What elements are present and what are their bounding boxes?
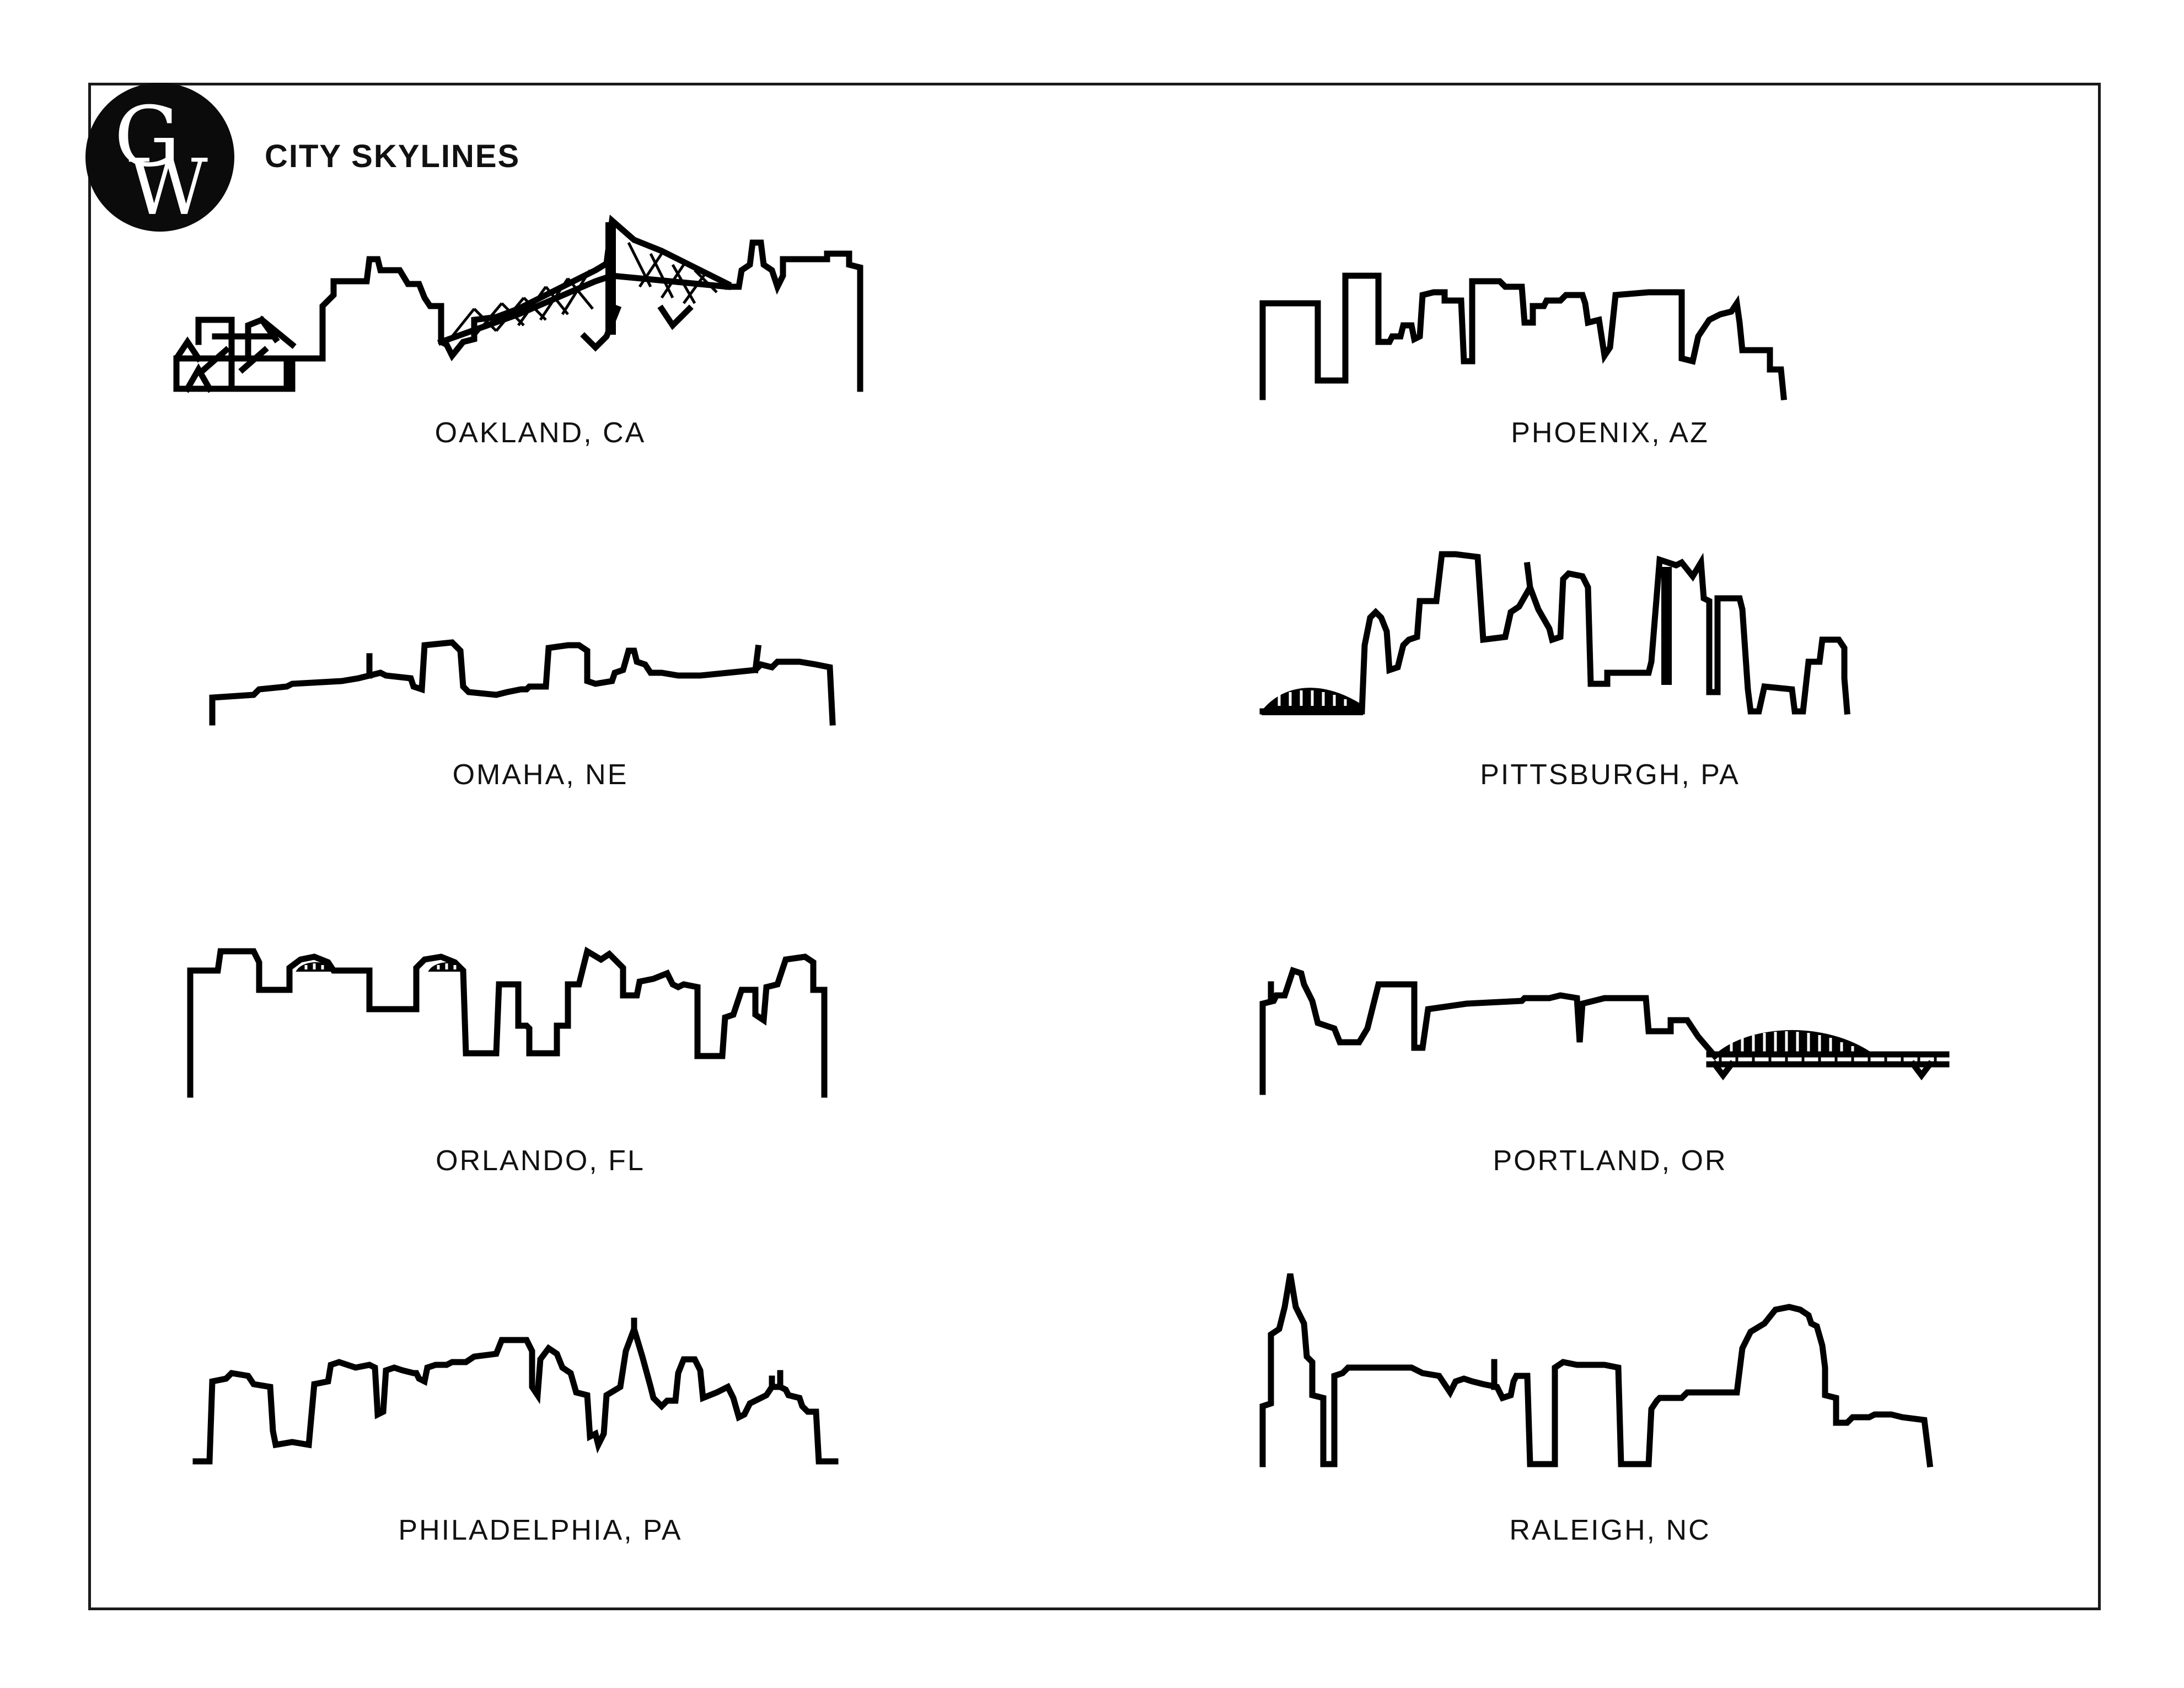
skyline-philadelphia — [187, 1296, 904, 1478]
skyline-pittsburgh — [1252, 546, 1968, 728]
page-title: CITY SKYLINES — [265, 138, 520, 174]
skyline-oakland — [165, 210, 882, 403]
skyline-omaha — [204, 607, 893, 739]
skyline-portland — [1252, 960, 1979, 1103]
skyline-orlando — [182, 937, 899, 1103]
page-frame — [88, 83, 2101, 1610]
city-label-phoenix: PHOENIX, AZ — [1511, 417, 1709, 449]
svg-text:G: G — [114, 89, 180, 185]
city-label-oakland: OAKLAND, CA — [434, 417, 646, 449]
gw-logo: G W — [85, 83, 234, 232]
gw-logo-icon: G W — [114, 89, 208, 232]
city-label-portland: PORTLAND, OR — [1493, 1145, 1727, 1177]
city-label-omaha: OMAHA, NE — [452, 759, 629, 791]
skyline-phoenix — [1252, 248, 1968, 408]
city-label-philadelphia: PHILADELPHIA, PA — [398, 1514, 683, 1546]
city-label-pittsburgh: PITTSBURGH, PA — [1480, 759, 1740, 791]
city-label-orlando: ORLANDO, FL — [436, 1145, 645, 1177]
svg-text:W: W — [128, 143, 208, 232]
city-label-raleigh: RALEIGH, NC — [1509, 1514, 1711, 1546]
skyline-raleigh — [1252, 1257, 1968, 1478]
